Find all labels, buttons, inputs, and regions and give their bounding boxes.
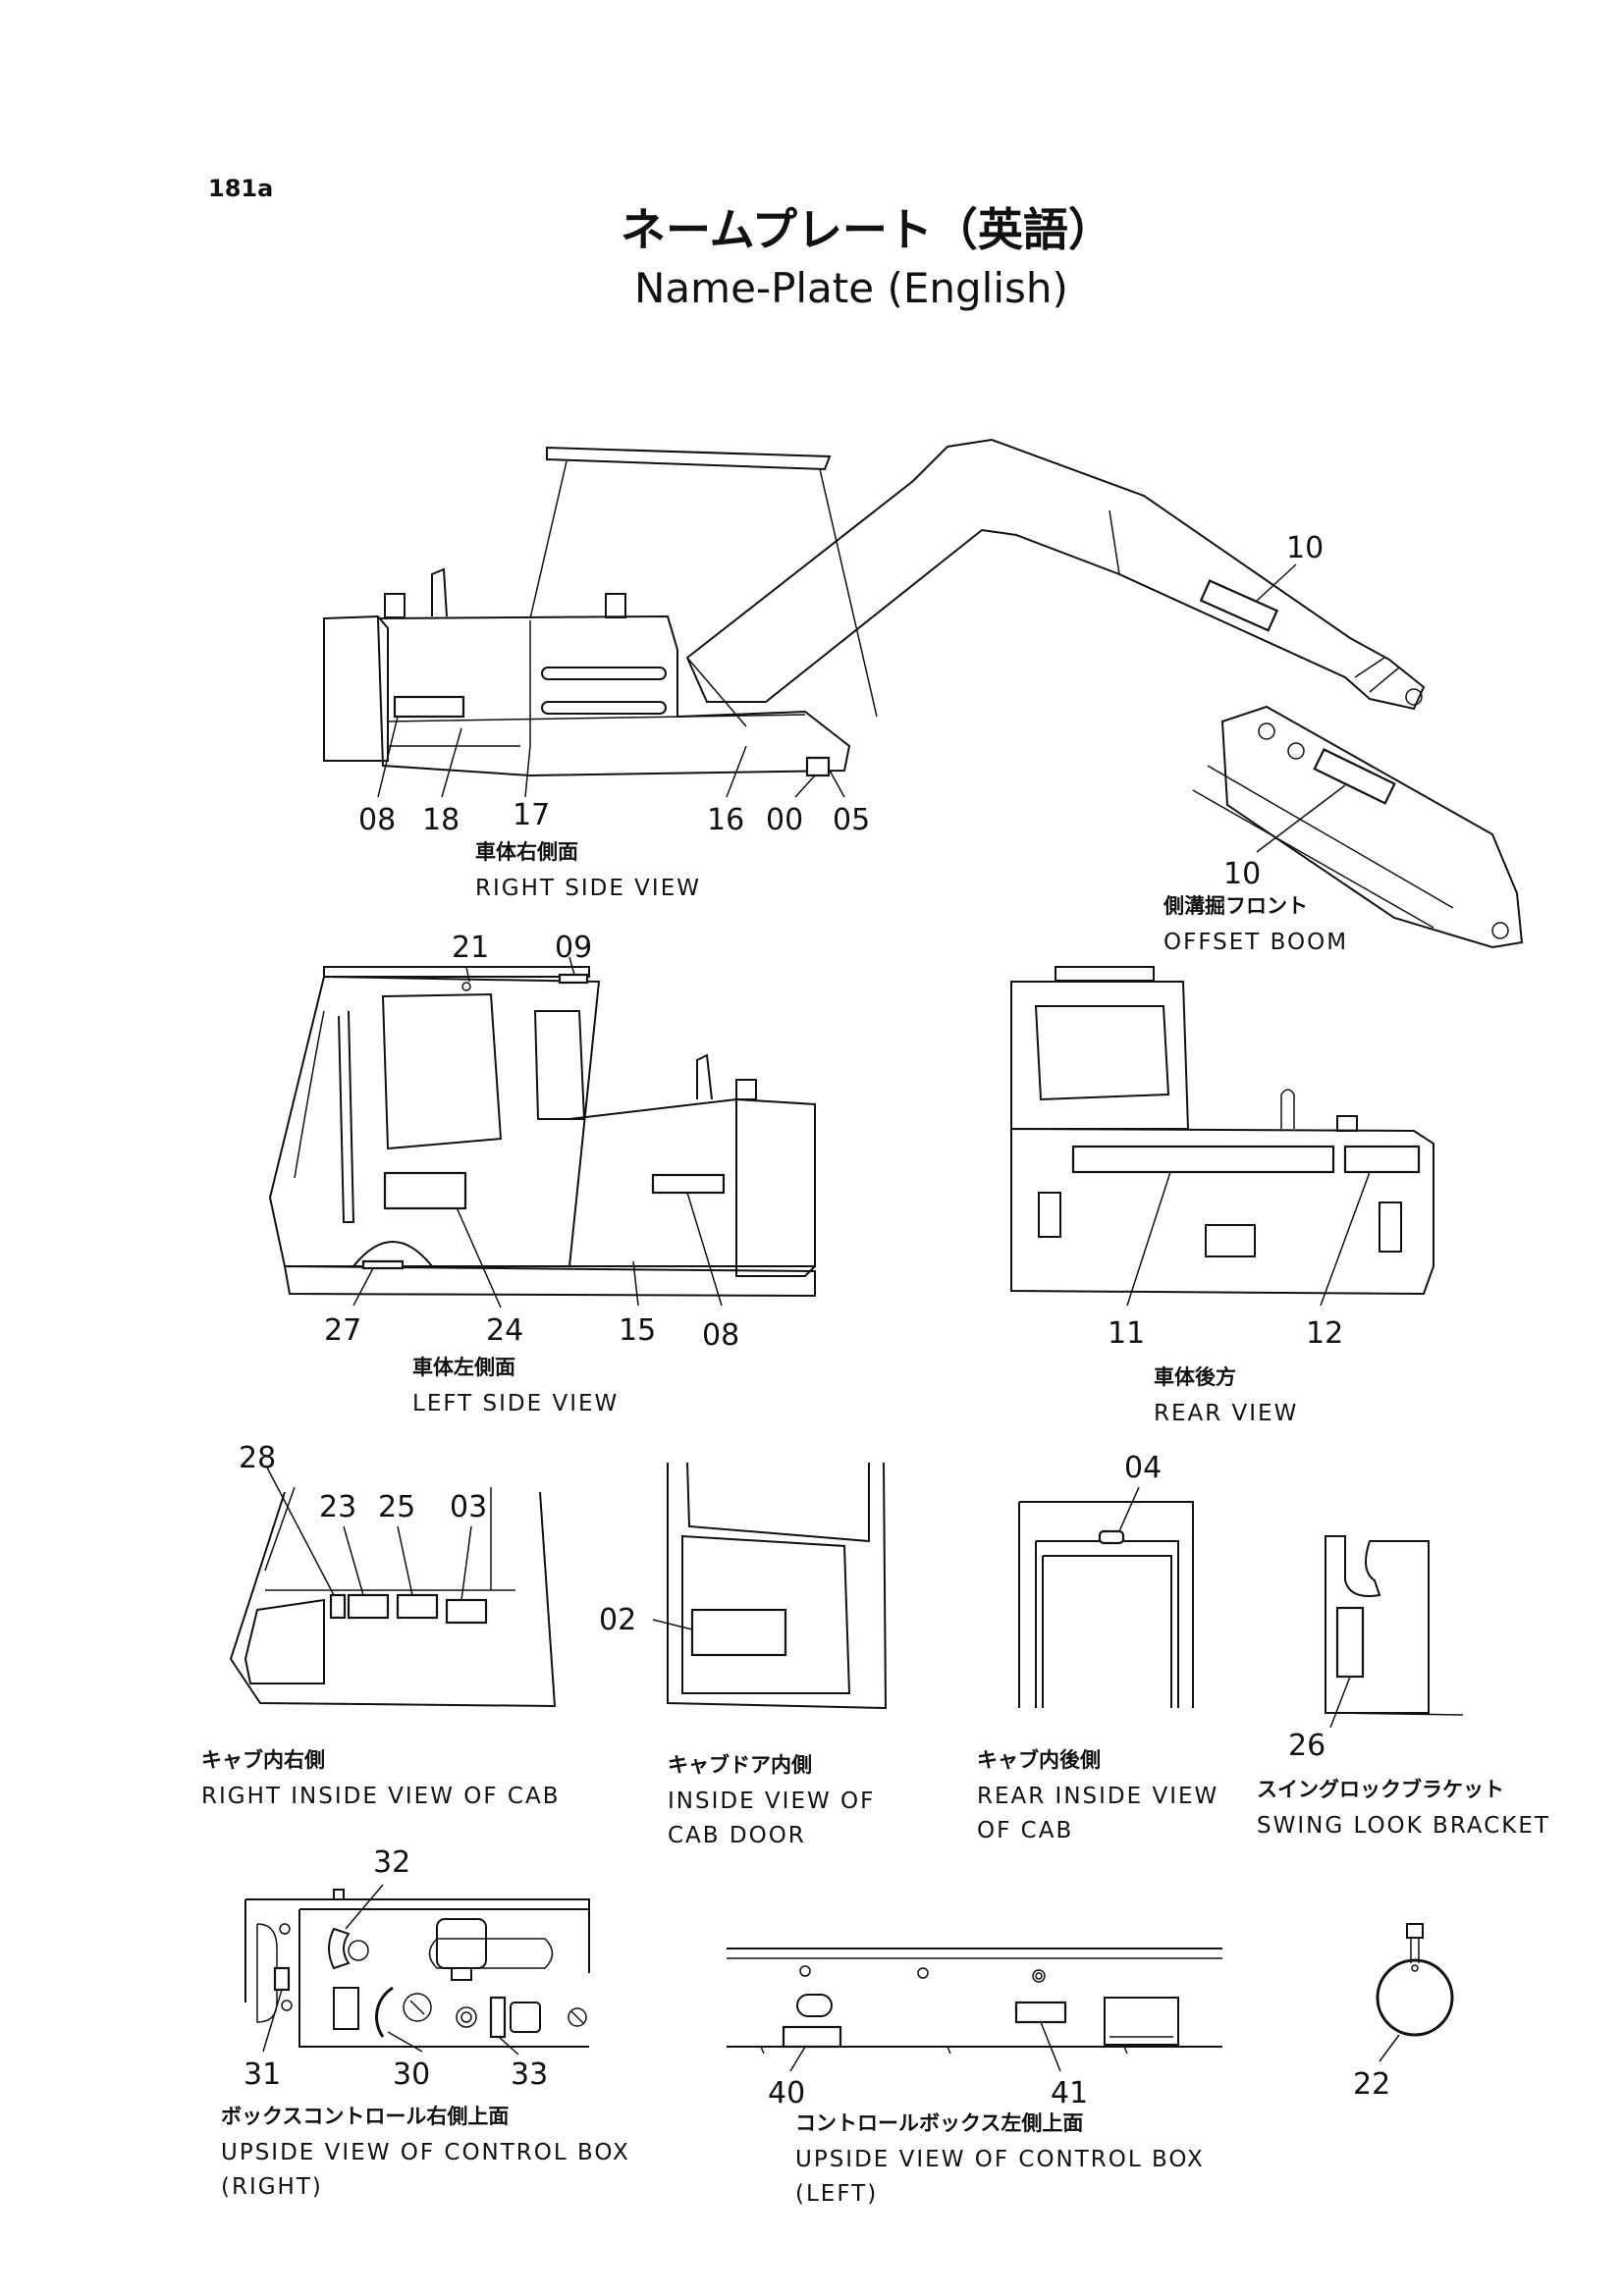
callout-08: 08	[358, 803, 396, 837]
callout-10-offset: 10	[1223, 857, 1261, 891]
ring-tag-drawing	[1376, 1923, 1454, 2062]
caption-en-cab-right: RIGHT INSIDE VIEW OF CAB	[201, 1784, 561, 1809]
plate-23	[347, 1593, 390, 1620]
plate-27	[361, 1259, 405, 1270]
rear-view-leaders	[1126, 1171, 1371, 1307]
callout-27: 27	[324, 1313, 361, 1348]
plate-00	[805, 756, 831, 777]
title-english: Name-Plate (English)	[634, 264, 1068, 312]
caption-jp-left-side: 車体左側面	[412, 1356, 515, 1379]
caption-en-rear: REAR VIEW	[1154, 1401, 1298, 1426]
callout-03: 03	[450, 1490, 487, 1524]
caption-en-swing-lock: SWING LOOK BRACKET	[1257, 1813, 1550, 1839]
plate-24	[383, 1171, 467, 1210]
control-box-left-leaders	[789, 2021, 1061, 2072]
callout-28: 28	[239, 1441, 276, 1475]
callout-12: 12	[1306, 1316, 1343, 1351]
rear-view-drawing	[1010, 966, 1434, 1296]
callout-09: 09	[555, 931, 592, 965]
callout-17: 17	[513, 798, 550, 832]
callout-23: 23	[319, 1490, 356, 1524]
plate-25	[396, 1593, 439, 1620]
title-japanese: ネームプレート（英語）	[621, 203, 1113, 256]
plate-33	[489, 1996, 507, 2039]
plate-10-offset	[1313, 748, 1396, 805]
control-box-right-drawing	[244, 1889, 590, 2048]
callout-02: 02	[599, 1603, 636, 1637]
caption-en-control-box-left-1: UPSIDE VIEW OF CONTROL BOX	[795, 2147, 1205, 2172]
plate-08-right	[393, 695, 465, 719]
caption-jp-offset-boom: 側溝掘フロント	[1163, 894, 1308, 918]
plate-08-left	[651, 1173, 726, 1195]
caption-en-cab-door-2: CAB DOOR	[668, 1823, 806, 1848]
plate-11	[1071, 1145, 1335, 1174]
callout-04: 04	[1124, 1451, 1162, 1485]
left-side-view-leaders	[352, 956, 723, 1308]
caption-en-control-box-left-2: (LEFT)	[795, 2181, 878, 2207]
control-box-right-leaders	[262, 1884, 519, 2056]
plate-02	[690, 1608, 787, 1657]
plate-31	[273, 1966, 291, 1992]
caption-jp-right-side: 車体右側面	[475, 840, 578, 864]
plate-40	[782, 2025, 842, 2049]
callout-32: 32	[373, 1845, 410, 1880]
caption-en-control-box-right-1: UPSIDE VIEW OF CONTROL BOX	[221, 2140, 630, 2165]
caption-jp-control-box-left: コントロールボックス左側上面	[795, 2111, 1083, 2135]
callout-31: 31	[243, 2057, 281, 2092]
callout-00: 00	[766, 803, 803, 837]
swing-lock-drawing	[1325, 1535, 1464, 1729]
plate-26	[1335, 1606, 1365, 1679]
callout-41: 41	[1051, 2076, 1088, 2110]
callout-24: 24	[486, 1313, 523, 1348]
plate-41	[1014, 2001, 1067, 2024]
callout-11: 11	[1108, 1316, 1145, 1351]
cab-rear-inside-drawing	[1018, 1486, 1194, 1708]
caption-jp-cab-door: キャブドア内側	[668, 1753, 812, 1777]
caption-en-right-side: RIGHT SIDE VIEW	[475, 876, 701, 901]
callout-30: 30	[393, 2057, 430, 2092]
callout-16: 16	[707, 803, 744, 837]
callout-05: 05	[833, 803, 870, 837]
caption-en-cab-rear-1: REAR INSIDE VIEW	[977, 1784, 1218, 1809]
plate-10-boom	[1199, 579, 1279, 632]
plate-28	[329, 1593, 347, 1620]
callout-25: 25	[378, 1490, 415, 1524]
caption-en-control-box-right-2: (RIGHT)	[221, 2174, 323, 2200]
caption-en-offset-boom: OFFSET BOOM	[1163, 930, 1348, 955]
callout-15: 15	[619, 1313, 656, 1348]
callout-33: 33	[511, 2057, 548, 2092]
caption-en-left-side: LEFT SIDE VIEW	[412, 1391, 619, 1416]
control-box-left-drawing	[727, 1948, 1222, 2055]
offset-boom-drawing	[1192, 705, 1524, 949]
callout-40: 40	[768, 2076, 805, 2110]
callout-21: 21	[452, 931, 489, 965]
right-side-view-drawing	[323, 438, 1426, 777]
page-number: 181a	[208, 175, 273, 202]
callout-10-boom: 10	[1286, 531, 1324, 565]
caption-en-cab-rear-2: OF CAB	[977, 1818, 1073, 1843]
cab-door-inside-drawing	[652, 1462, 888, 1710]
right-side-view-leaders	[377, 563, 1297, 798]
cab-right-inside-leaders	[266, 1467, 472, 1601]
plate-03	[445, 1598, 488, 1625]
caption-jp-cab-right: キャブ内右側	[201, 1748, 325, 1772]
caption-jp-swing-lock: スイングロックブラケット	[1257, 1778, 1504, 1801]
caption-jp-cab-rear: キャブ内後側	[977, 1748, 1101, 1772]
callout-22: 22	[1353, 2067, 1390, 2102]
left-side-view-drawing	[268, 966, 816, 1298]
callout-08-left: 08	[702, 1318, 739, 1353]
plate-04	[1098, 1529, 1125, 1545]
callout-26: 26	[1288, 1729, 1325, 1763]
caption-jp-rear: 車体後方	[1154, 1365, 1236, 1389]
plate-09	[558, 973, 589, 985]
plate-12	[1343, 1145, 1421, 1174]
caption-jp-control-box-right: ボックスコントロール右側上面	[221, 2105, 509, 2128]
cab-right-inside-drawing	[229, 1486, 557, 1708]
caption-en-cab-door-1: INSIDE VIEW OF	[668, 1789, 875, 1814]
callout-18: 18	[422, 803, 460, 837]
